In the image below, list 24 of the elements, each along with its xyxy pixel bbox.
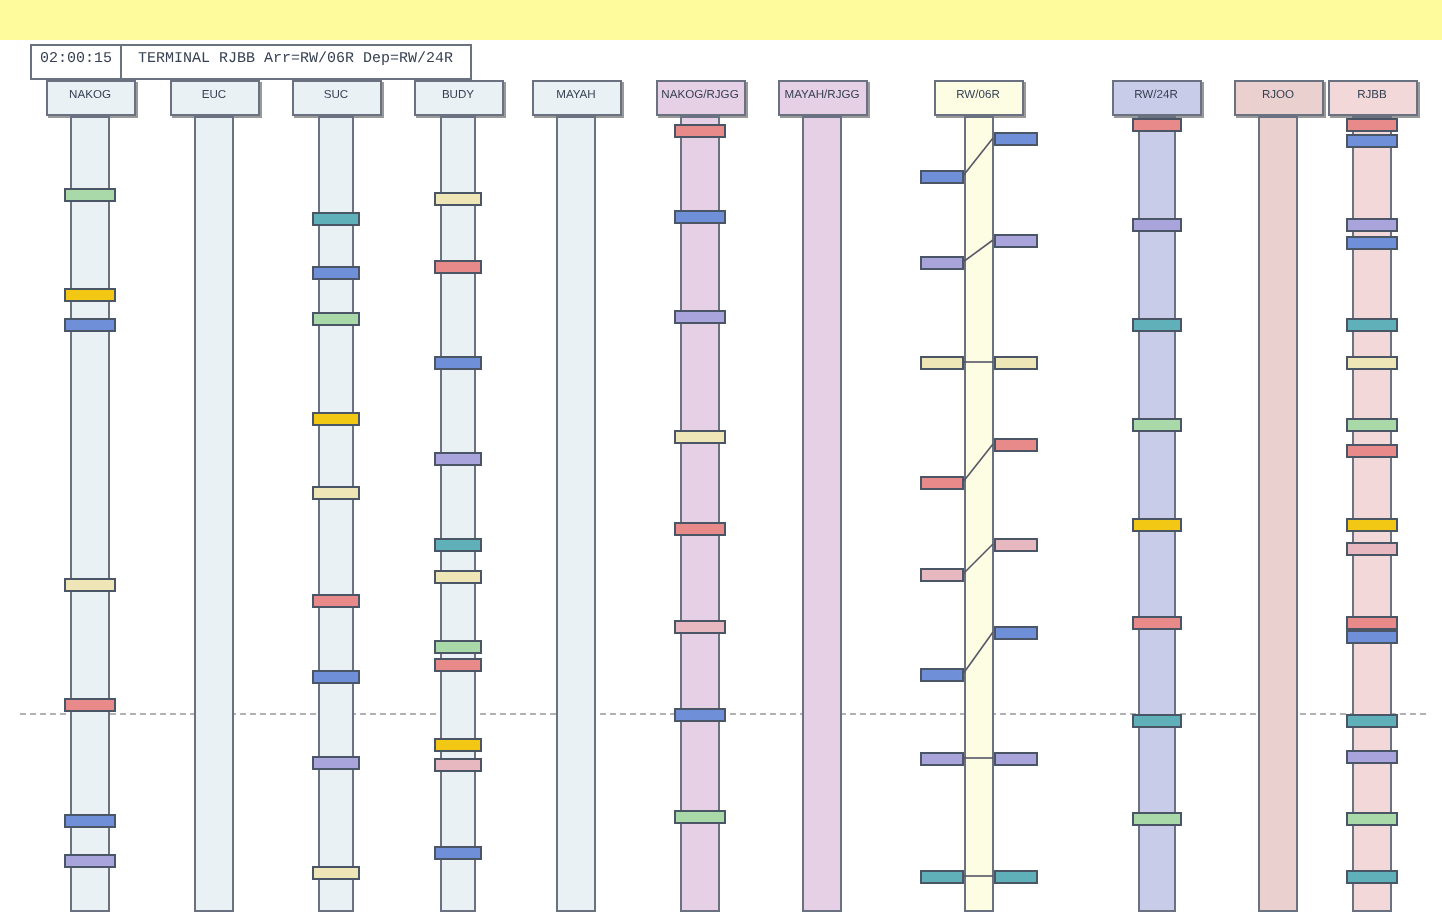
- connector-line: [962, 443, 994, 483]
- flight-bar: [993, 625, 1037, 639]
- flight-bar: [919, 355, 963, 369]
- flight-bar: [919, 667, 963, 681]
- flight-bar: [993, 537, 1037, 551]
- connector-line: [962, 239, 994, 263]
- flight-bar: [993, 131, 1037, 145]
- flight-bar: [993, 233, 1037, 247]
- flight-bar: [919, 869, 963, 883]
- flight-bar: [993, 437, 1037, 451]
- connector-line: [962, 137, 994, 177]
- flight-bar: [919, 255, 963, 269]
- flight-bar: [993, 355, 1037, 369]
- connector-line: [962, 875, 994, 877]
- flight-bar: [993, 869, 1037, 883]
- flight-bar: [993, 751, 1037, 765]
- flight-bar: [919, 567, 963, 581]
- flight-bar: [919, 475, 963, 489]
- flight-bar: [919, 169, 963, 183]
- connector-line: [962, 361, 994, 363]
- connector-line: [962, 631, 994, 675]
- connector-line: [962, 543, 994, 575]
- connector-line: [962, 757, 994, 759]
- flight-bar: [919, 751, 963, 765]
